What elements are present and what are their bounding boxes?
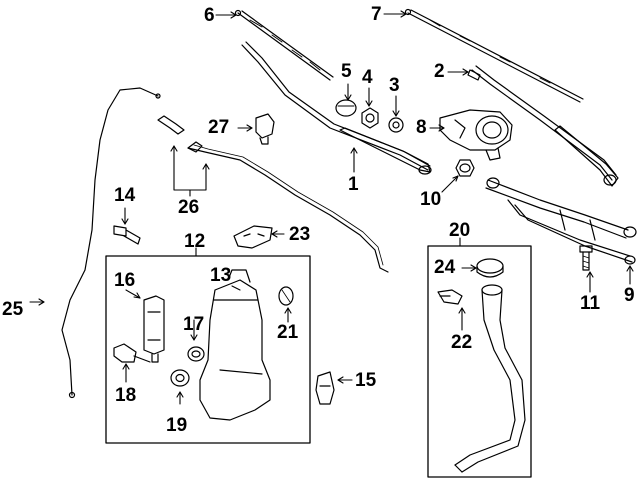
- wiper-linkage: [485, 177, 637, 265]
- callout-3: 3: [389, 75, 400, 96]
- reservoir-bolt: [113, 225, 141, 245]
- callout-27: 27: [208, 117, 230, 138]
- callout-11: 11: [580, 293, 601, 314]
- washer-hose-front: [187, 147, 389, 273]
- filler-neck-clamp: [437, 289, 463, 305]
- filler-neck: [454, 284, 526, 473]
- linkage-bolt: [579, 245, 593, 271]
- callout-21: 21: [277, 322, 299, 343]
- washer-jet-right: [187, 141, 203, 153]
- left-wiper-blade: [234, 9, 334, 81]
- callout-6: 6: [204, 5, 215, 26]
- callout-7: 7: [371, 4, 382, 25]
- callout-2: 2: [434, 61, 445, 82]
- reservoir-bracket: [233, 225, 273, 249]
- callout-25: 25: [2, 299, 24, 320]
- callout-12: 12: [184, 231, 206, 252]
- pivot-grommet: [455, 159, 475, 177]
- callout-4: 4: [362, 67, 373, 88]
- callout-1: 1: [348, 174, 359, 195]
- wiper-motor: [439, 109, 513, 161]
- right-wiper-arm: [467, 65, 619, 187]
- washer-reservoir: [199, 269, 271, 421]
- callout-23: 23: [289, 224, 311, 245]
- reservoir-seal: [278, 286, 294, 306]
- callout-19: 19: [166, 415, 188, 436]
- pump-grommet: [187, 346, 205, 362]
- callout-22: 22: [451, 332, 473, 353]
- callout-18: 18: [115, 385, 137, 406]
- reservoir-group-box: [105, 255, 311, 444]
- callout-leaders: [29, 10, 634, 405]
- callout-20: 20: [449, 220, 471, 241]
- washer-jet-left: [157, 115, 185, 135]
- washer-hose-long: [61, 87, 159, 396]
- callout-5: 5: [341, 61, 352, 82]
- callout-24: 24: [434, 257, 456, 278]
- callout-13: 13: [210, 265, 232, 286]
- callout-14: 14: [114, 185, 136, 206]
- callout-26: 26: [178, 197, 200, 218]
- callout-8: 8: [416, 117, 427, 138]
- pivot-cap: [335, 99, 357, 117]
- level-sensor-grommet: [170, 369, 190, 387]
- filler-neck-group-box: [427, 245, 532, 478]
- pivot-washer: [388, 117, 404, 133]
- washer-pump: [143, 295, 165, 363]
- filler-cap: [476, 258, 504, 278]
- pivot-nut: [361, 107, 379, 129]
- washer-nozzle: [255, 113, 275, 145]
- callout-10: 10: [420, 189, 442, 210]
- left-wiper-arm: [241, 41, 432, 175]
- right-wiper-blade: [404, 8, 584, 103]
- callout-9: 9: [624, 285, 635, 306]
- callout-15: 15: [355, 370, 377, 391]
- level-sensor: [113, 343, 151, 363]
- callout-16: 16: [114, 270, 136, 291]
- hose-clip: [315, 371, 335, 405]
- callout-17: 17: [183, 314, 205, 335]
